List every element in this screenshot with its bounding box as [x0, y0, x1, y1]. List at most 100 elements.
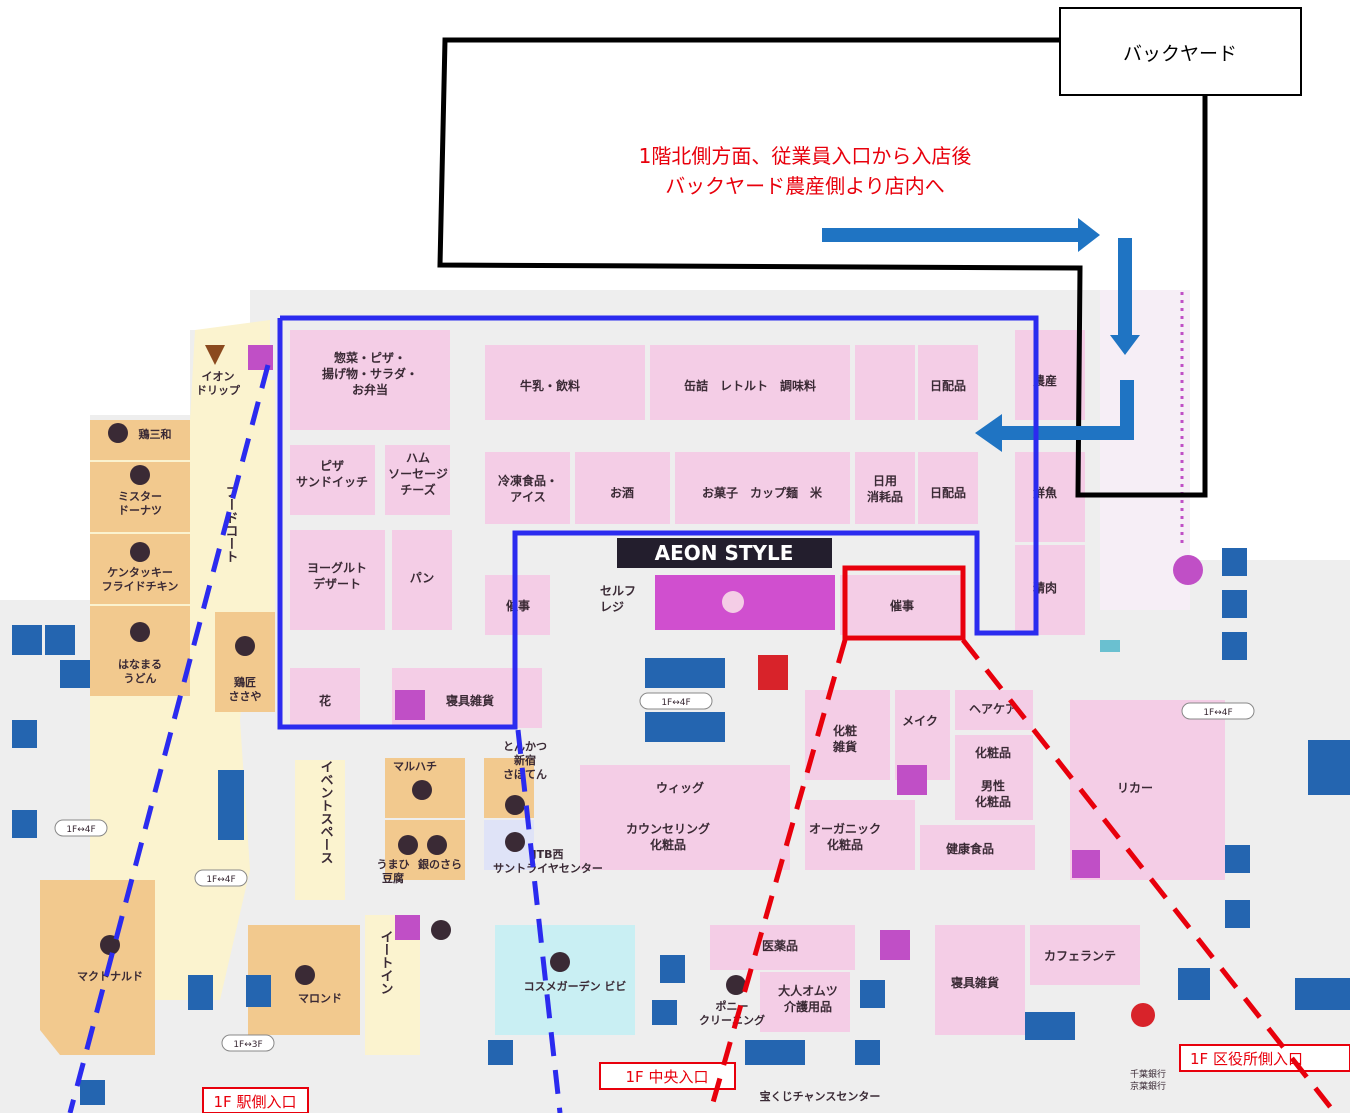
station-entrance-box: [202, 1087, 309, 1113]
nursing-icon-3: [1225, 845, 1250, 873]
nursing-icon: [12, 810, 37, 838]
bicycle-icon: [855, 1040, 880, 1065]
lottery-icon: [745, 1040, 805, 1065]
bedding-label-small: 寝具雑貨: [446, 693, 494, 708]
locker-icon: [660, 955, 685, 983]
instruction-line1: 1階北側方面、従業員入口から入店後: [639, 144, 972, 168]
tenant-20-label: マルハチ: [393, 760, 437, 773]
event-space-label: イベントスペース: [318, 760, 334, 864]
backyard-outline: [437, 37, 1208, 498]
tenant-kfc-label: ケンタッキーフライドチキン: [102, 566, 179, 593]
packaged-label: 缶詰 レトルト 調味料: [684, 378, 816, 393]
cosme2-label: 化粧品: [975, 745, 1011, 760]
yogurt-label: ヨーグルトデザート: [307, 560, 367, 591]
counseling-label: カウンセリング化粧品: [626, 821, 710, 852]
instruction-line2: バックヤード農産側より店内へ: [665, 174, 945, 198]
milk-label: 牛乳・飲料: [520, 378, 580, 393]
tenant-23-label: 銀のさら: [418, 857, 462, 871]
tenant-markers: [100, 423, 746, 995]
atm-icon-5: [897, 765, 927, 795]
elevator-e-label: 1F↔4F: [206, 875, 235, 885]
aeon-drip-label: イオンドリップ: [196, 370, 241, 397]
facility-icons: [12, 345, 1350, 1105]
stroller-icon: [12, 625, 42, 655]
food-court-label: フードコート: [223, 485, 238, 563]
atm-icon-6: [1072, 850, 1100, 878]
tenant-24-label: うまひ豆腐: [377, 858, 410, 885]
daily-goods-label: 日用消耗品: [867, 474, 903, 504]
restroom-icon-2: [1222, 548, 1247, 576]
aeon-style-logo: AEON STYLE: [655, 541, 794, 565]
haircare-label: ヘアケア: [969, 702, 1017, 716]
baby-icon-2: [1225, 900, 1250, 928]
service2-label: 催事: [890, 598, 914, 613]
service1-label: 催事: [506, 598, 530, 613]
atm-icon-2: [395, 915, 420, 940]
tenant-12-label: 鶏匠ささや: [229, 675, 262, 703]
elevator-d-label: 1F↔4F: [66, 825, 95, 835]
produce-label: 農産: [1033, 373, 1057, 388]
tenant-14-label: コスメガーデン ビビ: [524, 979, 627, 993]
restroom-icon-3: [188, 975, 213, 1010]
backyard-label: バックヤード: [1123, 43, 1237, 65]
self-register-label: セルフレジ: [600, 584, 636, 614]
tenant-17-icon: [1131, 1003, 1155, 1027]
main-entrance-label: 1F 中央入口: [626, 1068, 709, 1086]
station-entrance-label: 1F 駅側入口: [214, 1093, 297, 1111]
route-arrow-left-head: [975, 414, 1002, 452]
tenant-labels: マクドナルド はなまるうどん ケンタッキーフライドチキン ミスタードーナツ 鶏三…: [77, 370, 765, 1027]
ham-label: ハムソーセージチーズ: [388, 451, 448, 497]
route-arrow-vertical: [1120, 380, 1134, 440]
red-zone-box: [842, 565, 966, 641]
tenant-16-label: マロンド: [298, 992, 342, 1005]
pizza-label: ピザサンドイッチ: [296, 459, 368, 489]
ward-entrance-box: [1179, 1044, 1350, 1072]
tenant-6-label: 鶏三和: [139, 427, 172, 441]
main-entrance-box: [599, 1062, 736, 1090]
baby-icon: [12, 720, 37, 748]
stroller-icon-2: [1222, 590, 1247, 618]
backyard-box: [1059, 7, 1302, 96]
elevator-a-label: 1F↔4F: [1203, 708, 1232, 718]
nursing-icon-4: [246, 975, 271, 1007]
bank-label: 千葉銀行京葉銀行: [1130, 1068, 1166, 1092]
aeon-style-logo-bg: [617, 538, 832, 568]
tenant-blocks: [40, 420, 635, 1055]
restroom-icon: [45, 625, 75, 655]
deli-label: 惣菜・ピザ・揚げ物・サラダ・お弁当: [322, 350, 418, 397]
organic-label: オーガニック化粧品: [809, 821, 881, 852]
escalator-icon: [218, 770, 244, 840]
nursing-icon-2: [1222, 632, 1247, 660]
wig-label: ウィッグ: [656, 780, 704, 795]
ward-entrance-label: 1F 区役所側入口: [1190, 1050, 1303, 1068]
eat-in-label: イートイン: [378, 930, 394, 995]
route-arrow-right-head: [1078, 218, 1100, 252]
tenant-mcdonalds-label: マクドナルド: [77, 970, 143, 983]
cafe-label: カフェランテ: [1044, 949, 1116, 963]
escalator-icon-2: [645, 658, 725, 688]
sales-labels: 惣菜・ピザ・揚げ物・サラダ・お弁当 牛乳・飲料 缶詰 レトルト 調味料 日配品 …: [223, 350, 1154, 1014]
bicycle-icon-4: [1295, 978, 1350, 1010]
wheelchair-icon: [60, 660, 90, 688]
meat-label: 精肉: [1033, 580, 1057, 595]
fish-label: 鮮魚: [1033, 485, 1057, 500]
atm-bank-icon: [1025, 1012, 1075, 1040]
elevator-c-label: 1F↔3F: [233, 1040, 262, 1050]
medicine-label: 医薬品: [762, 938, 798, 953]
liquor-label: リカー: [1117, 781, 1153, 795]
cosmetics-label: 化粧雑貨: [832, 723, 857, 754]
atm-icon-4: [395, 690, 425, 720]
bicycle-icon-3: [80, 1080, 105, 1105]
entrances: 1F 駅側入口 1F 中央入口 1F 区役所側入口: [202, 1044, 1350, 1113]
wheelchair-icon-2: [652, 1000, 677, 1025]
sake-label: お酒: [610, 486, 634, 500]
bedding-label: 寝具雑貨: [951, 975, 999, 990]
dairy1-label: 日配品: [930, 378, 966, 393]
elevator-b-label: 1F↔4F: [661, 698, 690, 708]
facility-labels: 1F↔4F 1F↔4F 1F↔3F 1F↔4F 1F↔4F 宝くじチャンスセンタ…: [54, 692, 1255, 1103]
water-icon: [1100, 640, 1120, 652]
dairy2-label: 日配品: [930, 485, 966, 500]
coffee-icon: [205, 345, 225, 365]
route-arrow-down-head: [1110, 335, 1140, 355]
